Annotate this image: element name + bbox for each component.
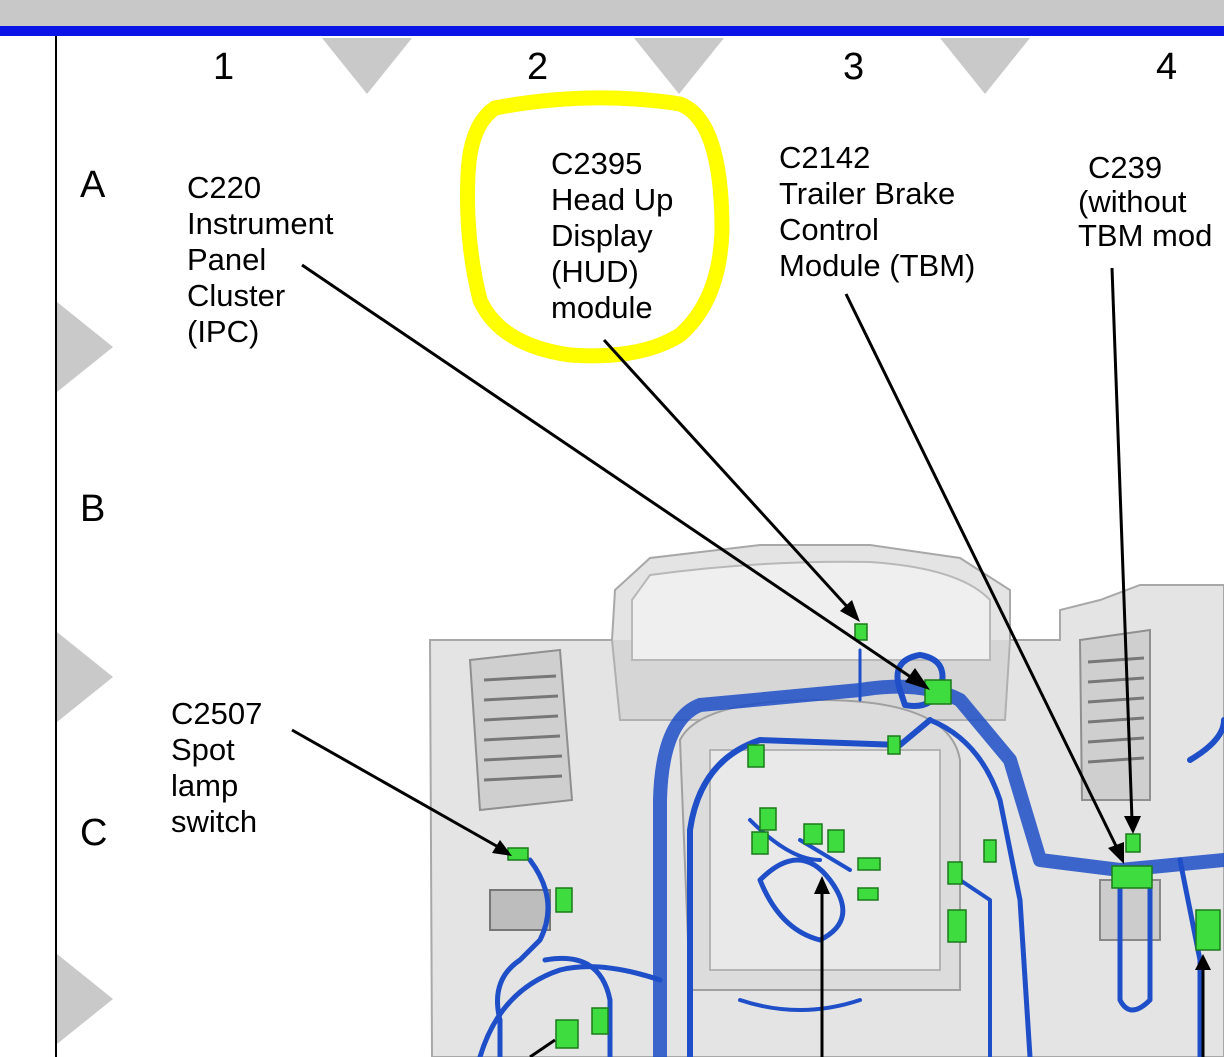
label-line: Spot — [171, 732, 235, 767]
column-number-2: 2 — [527, 46, 549, 88]
label-line: C2395 — [551, 146, 643, 181]
column-number-4: 4 — [1156, 46, 1178, 88]
label-line: Instrument — [187, 206, 334, 241]
label-line: switch — [171, 804, 258, 839]
row-letter-a: A — [80, 164, 106, 206]
label-line: lamp — [171, 768, 239, 803]
label-c2142: C2142 Trailer Brake Control Module (TBM) — [779, 140, 975, 284]
label-line: Control — [779, 212, 879, 247]
label-c239: C239 (without TBM mod — [1078, 151, 1212, 253]
label-line: module — [551, 290, 653, 325]
leader-c2507 — [291, 728, 501, 850]
connector-c239 — [1125, 833, 1141, 853]
row-letter-b: B — [80, 488, 106, 530]
leader-c220 — [301, 263, 919, 684]
header-accent-bar — [0, 26, 1224, 36]
grid-marker — [322, 38, 412, 94]
label-line: (without — [1078, 184, 1187, 219]
connector-c2395 — [854, 623, 868, 641]
highlight-circle — [460, 90, 730, 364]
grid-marker — [57, 954, 113, 1044]
label-line: Head Up — [551, 182, 674, 217]
grid-frame-left — [55, 36, 57, 1057]
label-line: Display — [551, 218, 653, 253]
connector-c220 — [924, 679, 952, 705]
grid-marker — [634, 38, 724, 94]
leader-c2142 — [844, 293, 1120, 851]
label-line: C2507 — [171, 696, 263, 731]
label-line: C239 — [1088, 150, 1163, 185]
header-bar — [0, 0, 1224, 26]
connectors — [507, 623, 1221, 1049]
wiring-harness — [477, 648, 1224, 1057]
column-number-1: 1 — [213, 46, 235, 88]
label-c220: C220 Instrument Panel Cluster (IPC) — [187, 170, 333, 350]
label-line: TBM mod — [1078, 218, 1213, 253]
label-line: Module (TBM) — [779, 248, 976, 283]
label-c2507: C2507 Spot lamp switch — [171, 696, 262, 840]
row-letter-c: C — [80, 812, 108, 854]
grid-marker — [57, 632, 113, 722]
label-line: Trailer Brake — [779, 176, 956, 211]
grid-marker — [57, 302, 113, 392]
label-line: Cluster — [187, 278, 286, 313]
label-line: (HUD) — [551, 254, 639, 289]
leader-lines — [291, 263, 1211, 1057]
label-line: Panel — [187, 242, 267, 277]
leader-c239 — [1110, 267, 1134, 821]
grid-marker — [940, 38, 1030, 94]
connector-c2507 — [507, 847, 529, 861]
label-line: C2142 — [779, 140, 871, 175]
leader-c2395 — [602, 338, 854, 614]
label-c2395: C2395 Head Up Display (HUD) module — [551, 146, 673, 326]
label-line: C220 — [187, 170, 262, 205]
label-line: (IPC) — [187, 314, 260, 349]
column-number-3: 3 — [843, 46, 865, 88]
connector-c2142 — [1111, 865, 1153, 889]
